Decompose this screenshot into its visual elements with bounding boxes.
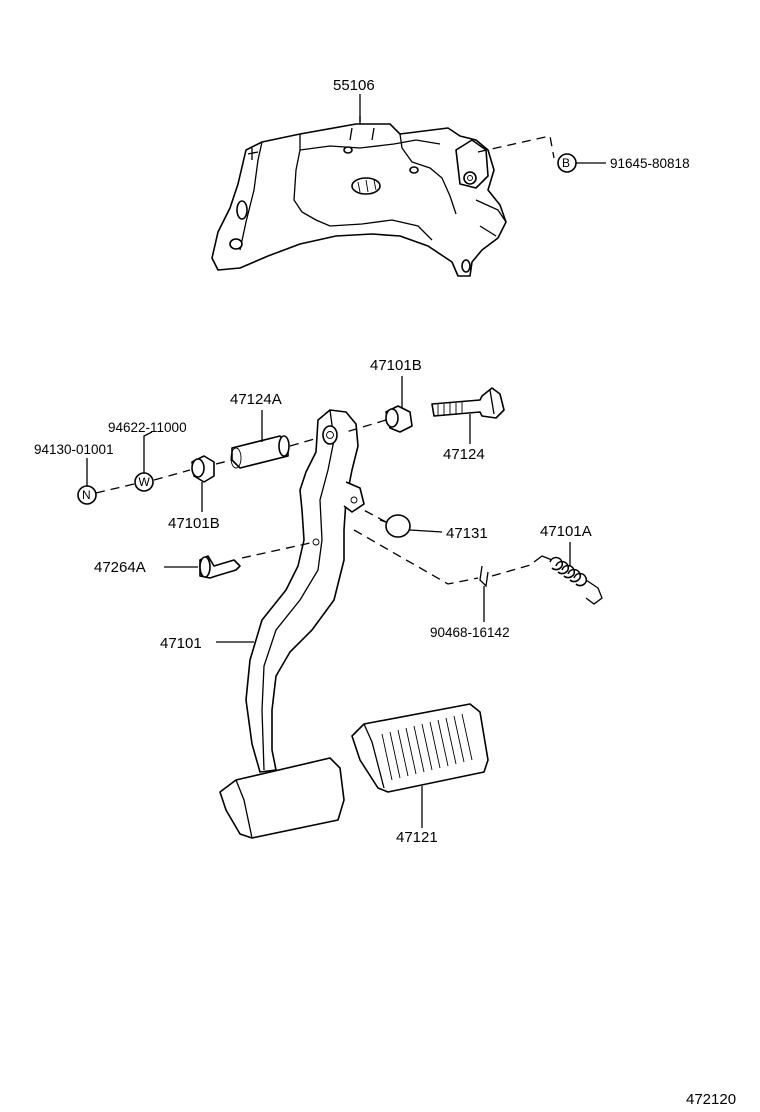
dash-bush-collar <box>215 459 233 465</box>
label-pedal-arm: 47101 <box>160 635 202 652</box>
stopper-47131 <box>379 514 411 538</box>
figure-number: 472120 <box>686 1091 736 1108</box>
svg-text:W: W <box>139 475 151 489</box>
dash-pin-arm <box>241 542 311 559</box>
label-pin: 47264A <box>94 559 146 576</box>
bolt-47124 <box>431 387 505 419</box>
label-washer: 94622-11000 <box>108 420 187 435</box>
collar-47124A <box>230 435 290 469</box>
marker-b-circle: B <box>557 153 577 173</box>
bush-upper-47101B <box>385 405 413 433</box>
leader-stopper <box>409 529 443 533</box>
label-bracket: 55106 <box>333 77 375 94</box>
pedal-pad-47121 <box>351 703 489 793</box>
label-spring: 47101A <box>540 523 592 540</box>
label-bush-upper: 47101B <box>370 357 422 374</box>
pin-47264A <box>199 555 241 579</box>
clip-90468-16142 <box>479 565 489 588</box>
svg-text:N: N <box>82 488 91 502</box>
label-clip: 90468-16142 <box>430 625 510 640</box>
marker-n-circle: N <box>77 485 97 505</box>
dash-nut-washer <box>95 469 191 494</box>
label-pad: 47121 <box>396 829 438 846</box>
marker-w-circle: W <box>134 472 154 492</box>
label-bolt: 47124 <box>443 446 485 463</box>
bush-lower-47101B <box>191 455 215 483</box>
label-stopper: 47131 <box>446 525 488 542</box>
label-bush-lower: 47101B <box>168 515 220 532</box>
dash-stopper-arm <box>359 507 387 523</box>
pedal-arm-47101 <box>219 409 365 839</box>
leader-washer <box>143 431 153 473</box>
dash-bolt-bush <box>345 419 387 433</box>
dash-arm-clip <box>353 529 479 585</box>
pedal-bracket-55106 <box>211 116 507 277</box>
label-bolt-b: 91645-80818 <box>610 156 690 171</box>
dash-collar-arm <box>289 437 319 447</box>
spring-47101A <box>533 555 603 605</box>
label-collar: 47124A <box>230 391 282 408</box>
label-nut: 94130-01001 <box>34 442 114 457</box>
svg-text:B: B <box>562 156 570 170</box>
dash-clip-spring <box>491 563 535 577</box>
